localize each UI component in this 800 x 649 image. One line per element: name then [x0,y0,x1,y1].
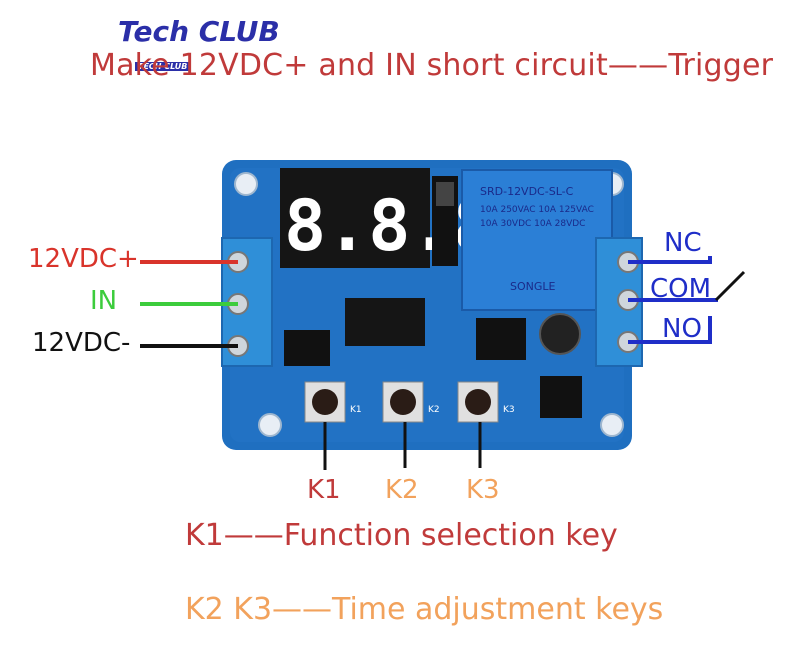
relay-rating-2: 10A 30VDC 10A 28VDC [480,219,585,229]
label-no: NO [662,314,702,344]
label-nc: NC [664,228,702,258]
label-12vdc-minus: 12VDC- [32,328,131,358]
label-k2: K2 [385,475,419,505]
ic-chip [345,298,425,346]
trigger-title: Make 12VDC+ and IN short circuit——Trigge… [90,48,774,83]
wire-no [628,316,712,344]
relay-model: SRD-12VDC-SL-C [480,185,574,198]
brand-logo: Tech CLUB [118,15,280,48]
relay-maker: SONGLE [510,280,556,293]
label-in: IN [90,286,118,316]
mount-hole-icon [600,413,624,437]
k3-button-icon [457,381,499,423]
board-label-k2: K2 [428,405,440,415]
relay-rating-1: 10A 250VAC 10A 125VAC [480,205,594,215]
label-com: COM [650,274,712,304]
k1-description: K1——Function selection key [185,518,618,553]
k2-k3-description: K2 K3——Time adjustment keys [185,592,664,627]
mount-hole-icon [258,413,282,437]
label-12vdc-plus: 12VDC+ [28,244,139,274]
relay [461,169,613,311]
label-k3: K3 [466,475,500,505]
label-k1: K1 [307,475,341,505]
mount-hole-icon [234,172,258,196]
k1-button-icon [304,381,346,423]
led-display [280,168,430,268]
wire-nc [628,256,712,264]
k2-button-icon [382,381,424,423]
board-label-k3: K3 [503,405,515,415]
board-label-k1: K1 [350,405,362,415]
brand-subtitle: TECH CLUB [135,62,191,71]
com-switch-arm [714,270,746,302]
